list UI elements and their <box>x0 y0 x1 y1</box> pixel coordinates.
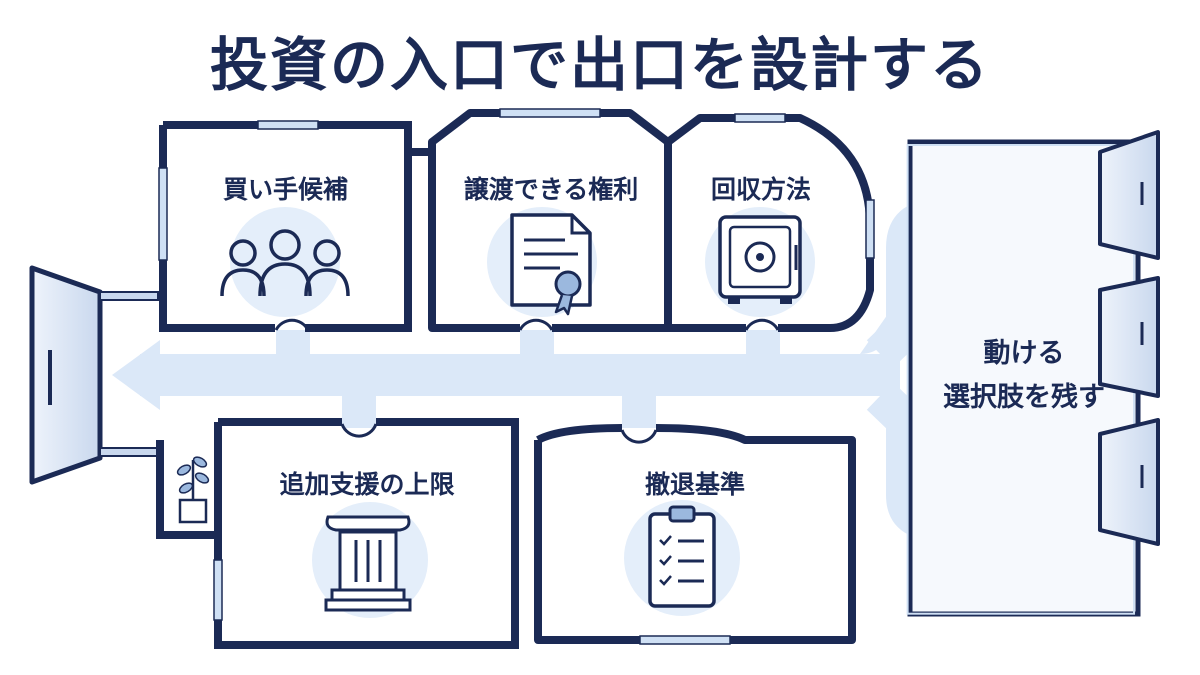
exit-room-label-line2: 選択肢を残す <box>943 382 1105 413</box>
room-label-recovery: 回収方法 <box>710 175 811 204</box>
clipboard-icon <box>648 505 716 608</box>
certificate-icon <box>510 213 592 316</box>
safe-icon <box>718 215 802 304</box>
pillar-icon <box>324 515 412 612</box>
plant-icon <box>176 456 210 524</box>
buyers-icon-bg <box>230 207 340 317</box>
room-label-additional: 追加支援の上限 <box>279 470 455 499</box>
room-additional <box>156 418 519 649</box>
room-label-withdrawal: 撤退基準 <box>644 470 745 499</box>
page-title: 投資の入口で出口を設計する <box>209 31 990 99</box>
exit-room-label-line1: 動ける <box>983 338 1065 369</box>
exit-room <box>906 130 1160 617</box>
room-recovery <box>665 113 875 332</box>
room-label-transfer: 譲渡できる権利 <box>463 175 639 204</box>
exit-door-bottom <box>1098 418 1160 546</box>
left-arrow-head <box>112 340 160 410</box>
room-buyers <box>158 120 412 332</box>
room-transfer <box>412 108 672 332</box>
room-withdrawal <box>534 424 856 645</box>
exit-door-middle <box>1098 276 1160 398</box>
entrance-door <box>29 265 159 485</box>
corridor-band <box>140 354 900 396</box>
exit-room-label: 動ける 選択肢を残す <box>910 332 1138 420</box>
room-label-buyers: 買い手候補 <box>222 175 348 204</box>
exit-door-top <box>1098 130 1160 260</box>
people-icon <box>220 229 350 297</box>
